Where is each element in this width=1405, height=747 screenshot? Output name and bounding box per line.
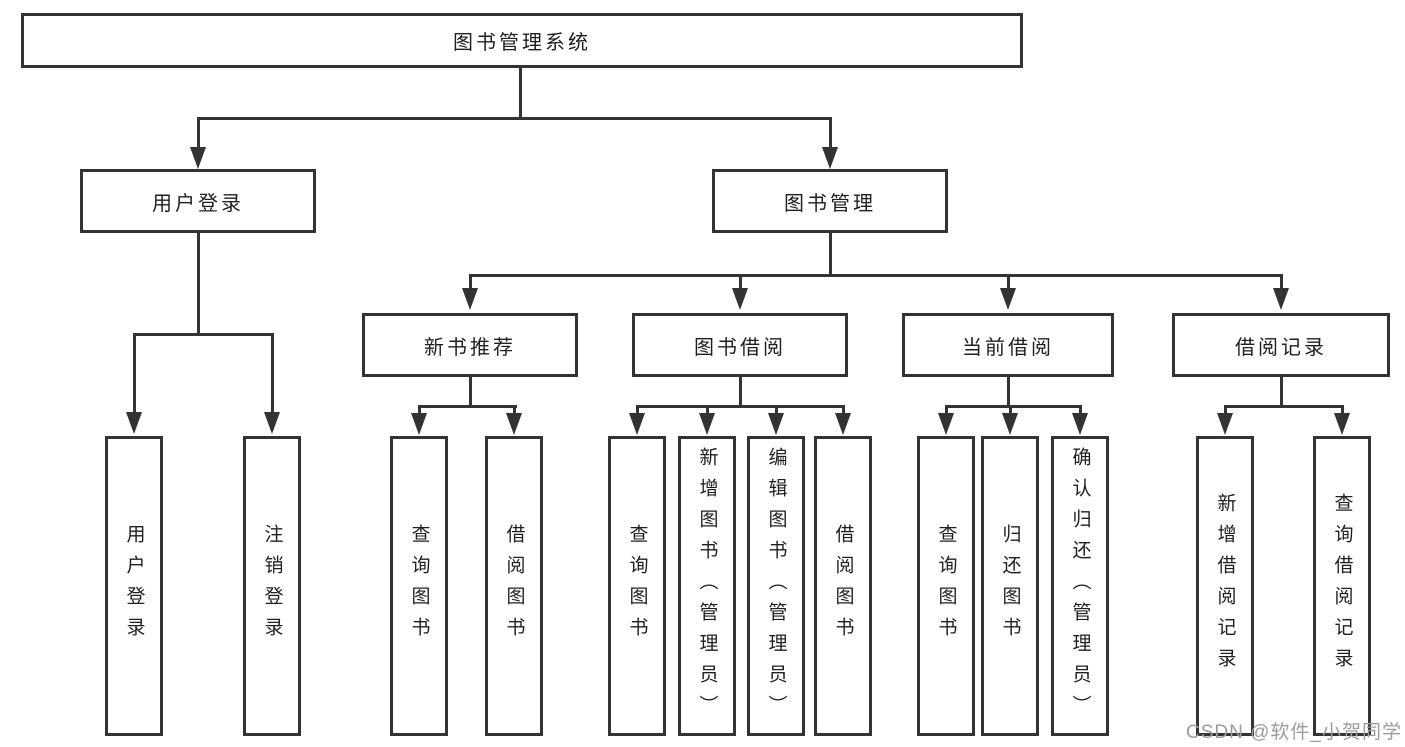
leaf-query-books-3: 查询图书: [917, 436, 975, 736]
connector-line: [519, 68, 522, 120]
connector-line: [1007, 377, 1010, 408]
arrow-down-icon: [264, 412, 280, 434]
leaf-query-borrow-record: 查询借阅记录: [1313, 436, 1371, 736]
connector-line: [197, 117, 200, 150]
leaf-user-login: 用户登录: [105, 436, 163, 736]
leaf-query-books-1: 查询图书: [390, 436, 448, 736]
connector-line: [1079, 405, 1082, 415]
leaf-confirm-return-admin: 确认归还（管理员）: [1051, 436, 1109, 736]
connector-line: [775, 405, 778, 415]
connector-line: [1280, 377, 1283, 408]
node-borrow-records: 借阅记录: [1172, 313, 1390, 377]
connector-line: [418, 405, 517, 408]
connector-line: [945, 405, 1082, 408]
leaf-edit-books-admin: 编辑图书（管理员）: [747, 436, 805, 736]
arrow-down-icon: [506, 413, 522, 435]
leaf-borrow-books-2: 借阅图书: [814, 436, 872, 736]
connector-line: [636, 405, 845, 408]
node-book-borrow: 图书借阅: [632, 313, 848, 377]
arrow-down-icon: [126, 412, 142, 434]
connector-line: [829, 117, 832, 150]
connector-line: [1280, 274, 1283, 290]
node-current-borrow: 当前借阅: [902, 313, 1114, 377]
connector-line: [1007, 274, 1010, 290]
arrow-down-icon: [768, 413, 784, 435]
connector-line: [829, 232, 832, 277]
arrow-down-icon: [938, 413, 954, 435]
leaf-add-books-admin: 新增图书（管理员）: [678, 436, 736, 736]
leaf-logout: 注销登录: [243, 436, 301, 736]
arrow-down-icon: [699, 413, 715, 435]
node-user-login: 用户登录: [80, 169, 316, 233]
connector-line: [469, 274, 1283, 277]
connector-line: [271, 333, 274, 413]
arrow-down-icon: [1000, 288, 1016, 310]
connector-line: [469, 274, 472, 290]
connector-line: [842, 405, 845, 415]
connector-line: [133, 333, 136, 413]
csdn-watermark: CSDN @软件_小贺同学: [1186, 722, 1402, 743]
connector-line: [1224, 405, 1344, 408]
connector-line: [469, 377, 472, 408]
node-root-library-system: 图书管理系统: [21, 13, 1023, 68]
arrow-down-icon: [629, 413, 645, 435]
leaf-add-borrow-record: 新增借阅记录: [1196, 436, 1254, 736]
connector-line: [197, 232, 200, 336]
connector-line: [513, 405, 516, 415]
connector-line: [418, 405, 421, 415]
connector-line: [945, 405, 948, 415]
node-book-management: 图书管理: [712, 169, 948, 233]
arrow-down-icon: [411, 413, 427, 435]
connector-line: [133, 333, 273, 336]
arrow-down-icon: [835, 413, 851, 435]
leaf-query-books-2: 查询图书: [608, 436, 666, 736]
arrow-down-icon: [1273, 288, 1289, 310]
connector-line: [739, 274, 742, 290]
arrow-down-icon: [732, 288, 748, 310]
arrow-down-icon: [1002, 413, 1018, 435]
arrow-down-icon: [462, 288, 478, 310]
connector-line: [636, 405, 639, 415]
leaf-return-books: 归还图书: [981, 436, 1039, 736]
connector-line: [1009, 405, 1012, 415]
connector-line: [706, 405, 709, 415]
connector-line: [1341, 405, 1344, 415]
connector-line: [739, 377, 742, 408]
leaf-borrow-books-1: 借阅图书: [485, 436, 543, 736]
arrow-down-icon: [1072, 413, 1088, 435]
arrow-down-icon: [822, 147, 838, 169]
arrow-down-icon: [190, 147, 206, 169]
connector-line: [197, 117, 831, 120]
arrow-down-icon: [1334, 413, 1350, 435]
connector-line: [1224, 405, 1227, 415]
node-new-book-recommend: 新书推荐: [362, 313, 578, 377]
arrow-down-icon: [1217, 413, 1233, 435]
